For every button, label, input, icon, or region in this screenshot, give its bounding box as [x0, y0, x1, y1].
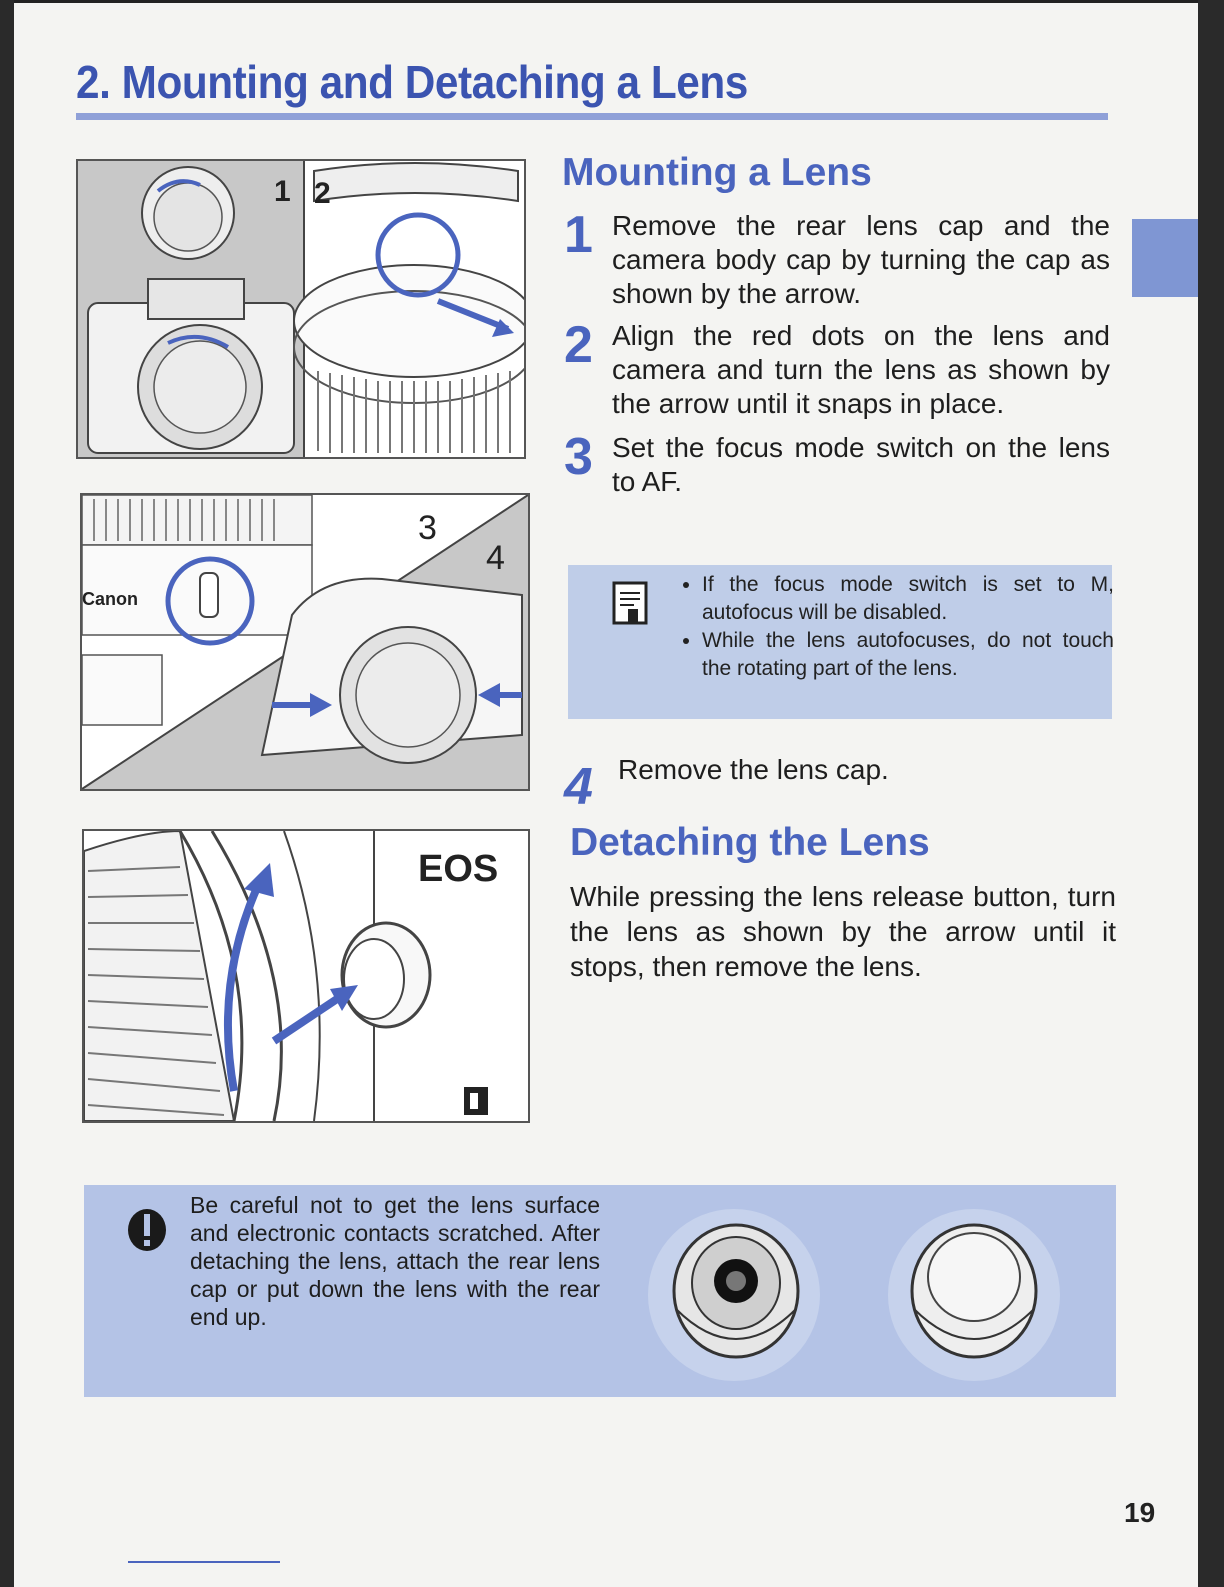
illustration-focus-switch-drawing: Canon 3 4: [82, 495, 528, 789]
fig-label-4: 4: [486, 539, 505, 577]
section-heading-detaching: Detaching the Lens: [570, 821, 930, 864]
step-4: 4 Remove the lens cap.: [564, 753, 1110, 813]
illustration-lens-release-drawing: EOS: [84, 831, 528, 1121]
step-text: Remove the rear lens cap and the camera …: [612, 210, 1110, 309]
lens-rear-illustration: [648, 1209, 1060, 1381]
step-3: 3 Set the focus mode switch on the lens …: [564, 431, 1110, 501]
manual-page: 2. Mounting and Detaching a Lens 1: [14, 0, 1198, 1587]
caution-box: Be careful not to get the lens surface a…: [84, 1185, 1116, 1397]
step-number: 3: [564, 428, 593, 486]
note-list: If the focus mode switch is set to M, au…: [672, 571, 1114, 683]
fig-label-1: 1: [274, 175, 291, 208]
section-heading-mounting: Mounting a Lens: [562, 151, 872, 194]
illustration-lens-release: EOS: [82, 829, 530, 1123]
page-number: 19: [1124, 1497, 1156, 1528]
fig-label-2: 2: [314, 177, 331, 210]
step-number: 2: [564, 316, 593, 374]
eos-logo-label: EOS: [418, 848, 498, 890]
step-text: Remove the lens cap.: [618, 754, 889, 785]
caution-icon: [128, 1209, 166, 1251]
note-item: If the focus mode switch is set to M, au…: [702, 571, 1114, 627]
fig-label-3: 3: [418, 509, 437, 547]
step-number: 4: [564, 758, 593, 816]
section-tab-marker: [1132, 219, 1198, 297]
footer-rule: [128, 1561, 280, 1563]
step-text: Set the focus mode switch on the lens to…: [612, 432, 1110, 497]
detaching-instructions: While pressing the lens release button, …: [570, 881, 1116, 982]
step-2: 2 Align the red dots on the lens and cam…: [564, 319, 1110, 423]
page-title: 2. Mounting and Detaching a Lens: [76, 56, 748, 108]
illustration-remove-caps-drawing: 1 2: [78, 161, 524, 457]
step-1: 1 Remove the rear lens cap and the camer…: [564, 209, 1110, 313]
note-box: If the focus mode switch is set to M, au…: [568, 565, 1114, 719]
illustration-remove-caps: 1 2: [76, 159, 526, 459]
title-underline: [76, 113, 1108, 120]
note-item: While the lens autofocuses, do not touch…: [702, 627, 1114, 683]
illustration-focus-switch: Canon 3 4: [80, 493, 530, 791]
memo-icon: [612, 581, 648, 625]
caution-text: Be careful not to get the lens surface a…: [190, 1192, 600, 1330]
brand-logo-text: Canon: [82, 589, 138, 609]
step-text: Align the red dots on the lens and camer…: [612, 320, 1110, 419]
step-number: 1: [564, 206, 593, 264]
